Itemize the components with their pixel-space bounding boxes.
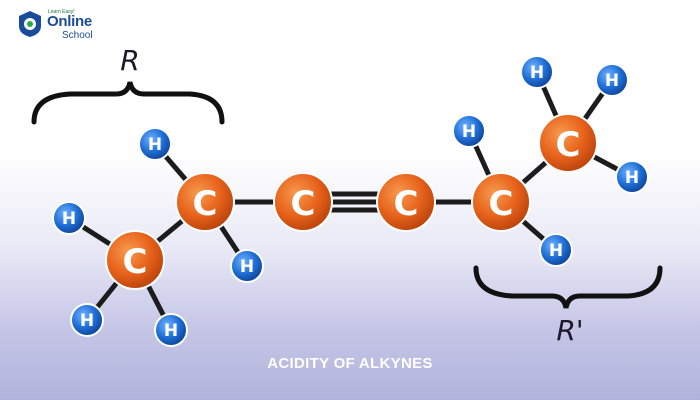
hydrogen-atom-1: H: [52, 201, 86, 235]
hydrogen-symbol: H: [530, 63, 544, 83]
carbon-symbol: C: [193, 184, 218, 224]
right-brace: [473, 265, 663, 309]
left-brace-label-r: R: [120, 44, 139, 77]
carbon-symbol: C: [394, 184, 419, 224]
carbon-symbol: C: [489, 184, 514, 224]
online-school-logo: Learn Easy! Online School: [14, 6, 110, 42]
left-brace: [31, 81, 225, 125]
hydrogen-atom-7: H: [539, 233, 573, 267]
hydrogen-symbol: H: [164, 321, 178, 341]
hydrogen-atom-8: H: [520, 55, 554, 89]
carbon-atom-3: C: [273, 172, 333, 232]
hydrogen-symbol: H: [80, 311, 94, 331]
hydrogen-symbol: H: [240, 257, 254, 277]
hydrogen-symbol: H: [605, 71, 619, 91]
diagram-caption: ACIDITY OF ALKYNES: [267, 355, 433, 372]
right-brace-label-r-prime: R': [556, 314, 583, 347]
carbon-atom-6: C: [538, 113, 598, 173]
carbon-atom-2: C: [175, 172, 235, 232]
bonds: [66, 69, 635, 333]
hydrogen-symbol: H: [549, 241, 563, 261]
logo-badge-icon: [19, 11, 41, 37]
carbon-symbol: C: [291, 184, 316, 224]
hydrogen-symbol: H: [462, 122, 476, 142]
carbon-atom-1: C: [105, 230, 165, 290]
logo-tagline: Learn Easy!: [48, 9, 75, 15]
hydrogen-atom-10: H: [615, 160, 649, 194]
hydrogen-symbol: H: [148, 135, 162, 155]
hydrogen-atom-3: H: [154, 313, 188, 347]
hydrogen-atom-9: H: [595, 63, 629, 97]
carbon-symbol: C: [123, 242, 148, 282]
logo-word-school: School: [62, 30, 93, 41]
hydrogen-atom-5: H: [230, 249, 264, 283]
hydrogen-atom-6: H: [452, 114, 486, 148]
logo-word-online: Online: [47, 13, 92, 30]
hydrogen-atom-2: H: [70, 303, 104, 337]
hydrogen-atom-4: H: [138, 127, 172, 161]
carbon-symbol: C: [556, 125, 581, 165]
hydrogen-symbol: H: [625, 168, 639, 188]
carbon-atom-4: C: [376, 172, 436, 232]
hydrogen-symbol: H: [62, 209, 76, 229]
carbon-atom-5: C: [471, 172, 531, 232]
